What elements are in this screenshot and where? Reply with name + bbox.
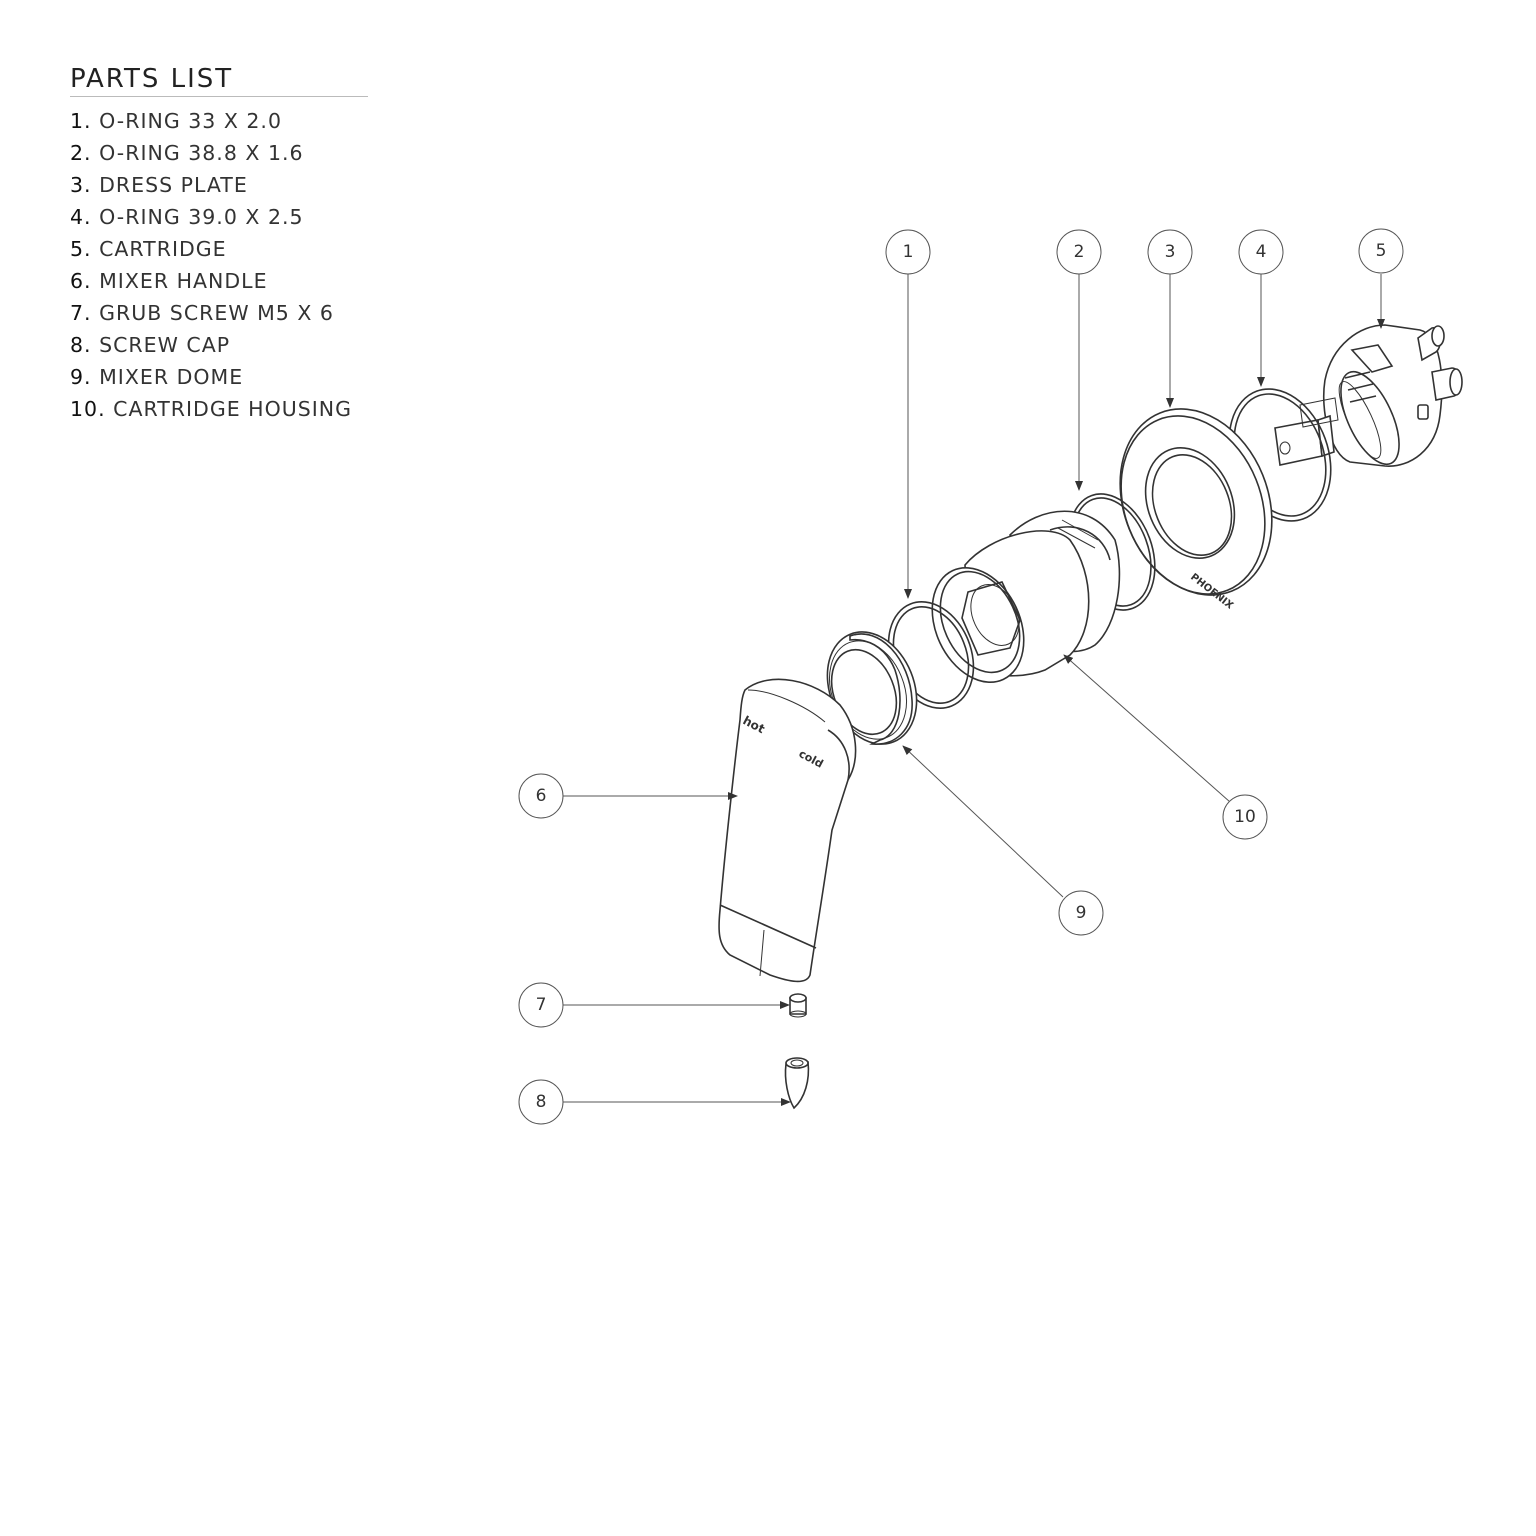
callout-4: 4 xyxy=(1238,229,1284,275)
parts-list-item: 2. O-RING 38.8 X 1.6 xyxy=(70,141,304,165)
callout-10: 10 xyxy=(1222,794,1268,840)
svg-text:4: 4 xyxy=(1256,242,1267,262)
callout-6: 6 xyxy=(518,773,564,819)
dress-plate: PHOENIX xyxy=(1119,408,1273,612)
parts-list-item: 10. CARTRIDGE HOUSING xyxy=(70,397,353,421)
svg-text:10: 10 xyxy=(1234,807,1256,827)
grub-screw xyxy=(789,993,807,1018)
callout-7: 7 xyxy=(518,982,564,1028)
svg-text:7: 7 xyxy=(536,995,547,1015)
callout-3: 3 xyxy=(1147,229,1193,275)
callout-8: 8 xyxy=(518,1079,564,1125)
leader-line-10 xyxy=(1063,654,1231,803)
callout-9: 9 xyxy=(1058,890,1104,936)
parts-list-item: 7. GRUB SCREW M5 X 6 xyxy=(70,301,334,325)
parts-list-item: 6. MIXER HANDLE xyxy=(70,269,268,293)
svg-text:2: 2 xyxy=(1074,242,1085,262)
callout-2: 2 xyxy=(1056,229,1102,275)
callout-1: 1 xyxy=(885,229,931,275)
parts-list-item: 1. O-RING 33 X 2.0 xyxy=(70,109,282,133)
cartridge xyxy=(1274,324,1463,467)
parts-list-panel: PARTS LIST 1. O-RING 33 X 2.0 2. O-RING … xyxy=(70,64,368,425)
callout-5: 5 xyxy=(1358,228,1404,274)
parts-list: 1. O-RING 33 X 2.0 2. O-RING 38.8 X 1.6 … xyxy=(70,105,368,425)
svg-text:1: 1 xyxy=(903,242,914,262)
parts-list-item: 3. DRESS PLATE xyxy=(70,173,248,197)
mixer-dome xyxy=(826,631,918,745)
svg-text:8: 8 xyxy=(536,1092,547,1112)
parts-list-item: 8. SCREW CAP xyxy=(70,333,231,357)
parts-list-title: PARTS LIST xyxy=(70,64,368,97)
screw-cap xyxy=(784,1057,810,1110)
parts-list-item: 5. CARTRIDGE xyxy=(70,237,227,261)
svg-text:3: 3 xyxy=(1165,242,1176,262)
parts-list-item: 9. MIXER DOME xyxy=(70,365,244,389)
cartridge-housing xyxy=(931,510,1121,684)
svg-text:6: 6 xyxy=(536,786,547,806)
svg-text:9: 9 xyxy=(1076,903,1087,923)
svg-text:5: 5 xyxy=(1376,241,1387,261)
leader-line-9 xyxy=(902,745,1064,898)
parts-list-item: 4. O-RING 39.0 X 2.5 xyxy=(70,205,304,229)
mixer-handle: hot cold xyxy=(718,678,857,983)
